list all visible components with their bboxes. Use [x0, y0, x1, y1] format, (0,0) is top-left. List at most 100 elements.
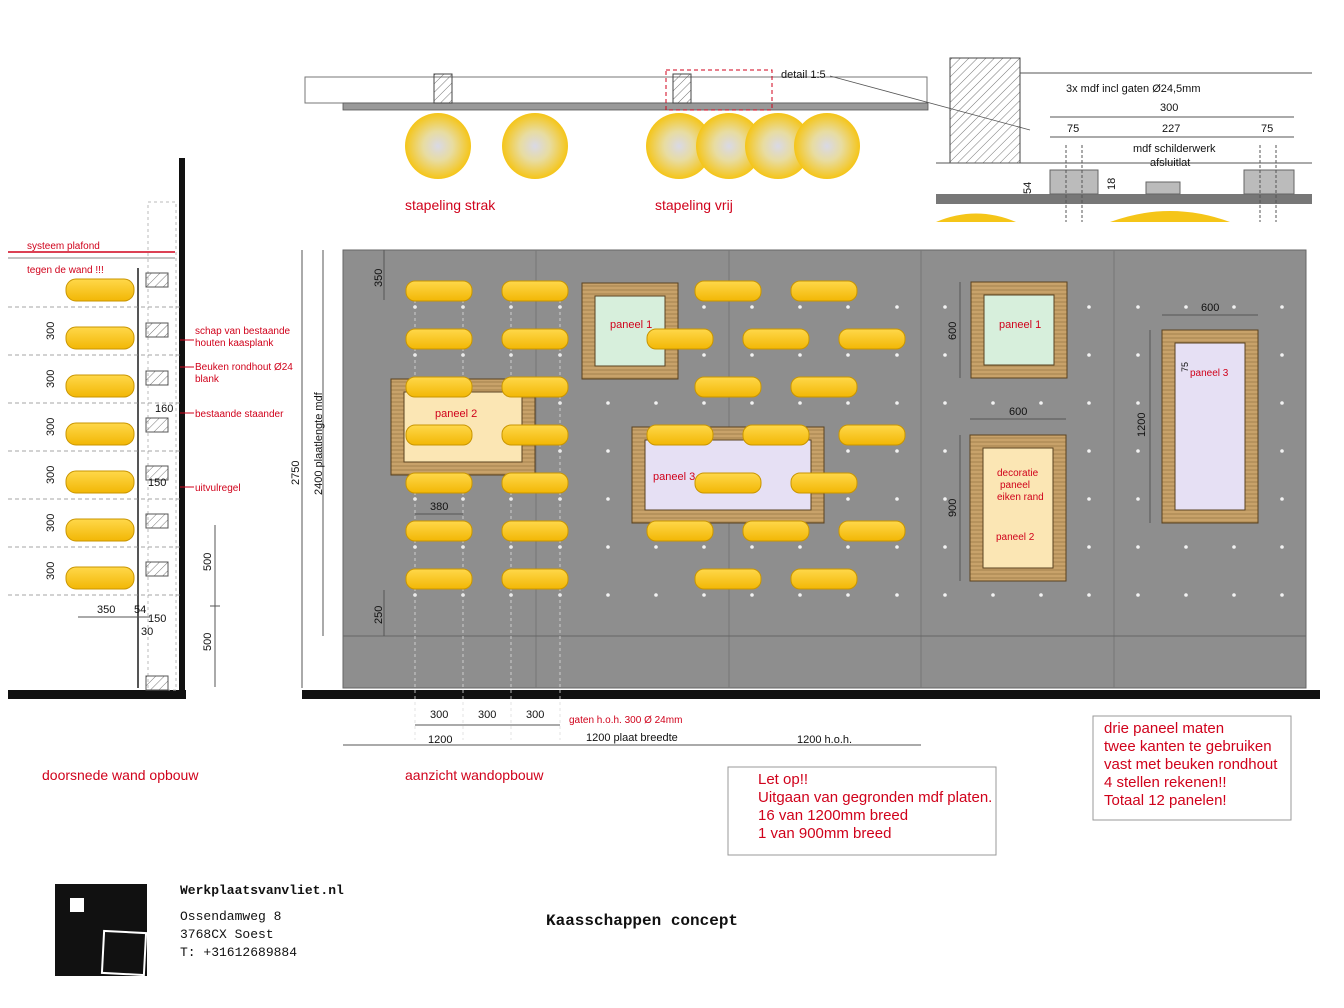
mount-hole	[702, 545, 706, 549]
mount-hole	[943, 449, 947, 453]
mount-hole	[1184, 305, 1188, 309]
panel-3-dim-h: 1200	[1136, 413, 1148, 437]
mount-hole	[1280, 401, 1284, 405]
dim-500a: 500	[202, 553, 214, 571]
mount-hole	[943, 353, 947, 357]
deco-label-2: paneel	[1000, 480, 1030, 491]
cheese-block	[405, 568, 473, 590]
mount-hole	[1280, 449, 1284, 453]
mount-hole	[702, 305, 706, 309]
mount-hole	[991, 401, 995, 405]
mount-hole	[1087, 593, 1091, 597]
mount-hole	[895, 305, 899, 309]
mount-hole	[943, 593, 947, 597]
cheese-block	[65, 422, 135, 446]
cheese-block	[790, 376, 858, 398]
mount-hole	[606, 401, 610, 405]
dim-350: 350	[97, 604, 115, 616]
detail-scale-label: detail 1:5	[781, 69, 826, 81]
cheese-block	[742, 520, 810, 542]
mount-hole	[1087, 305, 1091, 309]
note-line-1: Let op!!	[758, 771, 809, 788]
cheese-block	[405, 280, 473, 302]
cheese-wheel	[745, 113, 811, 179]
mount-hole	[846, 401, 850, 405]
mount-hole	[846, 593, 850, 597]
panel-2-label: paneel 2	[435, 408, 477, 420]
mount-hole	[702, 401, 706, 405]
dim-150b: 150	[148, 613, 166, 625]
panel-2-dim-h: 900	[947, 499, 959, 517]
mount-hole	[1280, 305, 1284, 309]
mount-hole	[943, 401, 947, 405]
dim-hole-1: 300	[430, 709, 448, 721]
panel-box-text: drie paneel maten twee kanten te gebruik…	[1104, 720, 1277, 810]
note-line-2: Uitgaan van gegronden mdf platen.	[758, 789, 993, 806]
panel-line-3: vast met beuken rondhout	[1104, 756, 1278, 773]
cheese-block	[838, 328, 906, 350]
mount-hole	[1087, 353, 1091, 357]
mount-hole	[606, 497, 610, 501]
mount-hole	[1232, 545, 1236, 549]
cheese-block	[65, 374, 135, 398]
mount-hole	[1136, 401, 1140, 405]
detail-dim-75-right: 75	[1261, 123, 1273, 135]
panel-1-label: paneel 1	[610, 319, 652, 331]
note-systeem-plafond: systeem plafond	[27, 241, 100, 252]
mount-hole	[1280, 545, 1284, 549]
cheese-wheel	[794, 113, 860, 179]
cheese-block	[694, 376, 762, 398]
mount-hole	[943, 305, 947, 309]
mount-hole	[654, 545, 658, 549]
mount-hole	[943, 497, 947, 501]
mount-hole	[798, 593, 802, 597]
mount-hole	[943, 545, 947, 549]
detail-dim-300: 300	[1160, 102, 1178, 114]
note-schap-line1: schap van bestaande	[195, 326, 291, 337]
dim-spacing-2: 300	[45, 370, 57, 388]
detail-dim-54: 54	[1022, 182, 1034, 194]
cheese-block	[501, 424, 569, 446]
company-name: Werkplaatsvanvliet.nl	[180, 883, 344, 898]
mount-hole	[798, 401, 802, 405]
mount-hole	[798, 353, 802, 357]
cheese-block	[694, 472, 762, 494]
panel-line-2: twee kanten te gebruiken	[1104, 738, 1272, 755]
cheese-block	[501, 280, 569, 302]
dim-spacing-5: 300	[45, 514, 57, 532]
detail-dim-75-left: 75	[1067, 123, 1079, 135]
cheese-block	[742, 328, 810, 350]
dim-160: 160	[155, 403, 173, 415]
note-bestaande-staander: bestaande staander	[195, 409, 284, 420]
mount-hole	[1280, 353, 1284, 357]
cheese-block	[65, 326, 135, 350]
deco-label-1: decoratie	[997, 468, 1039, 479]
panel-2-dim-w: 600	[1009, 406, 1027, 418]
stacking-sketch: stapeling strak stapeling vrij detail 1:…	[304, 69, 1031, 213]
cheese-block	[838, 424, 906, 446]
mount-hole	[1087, 401, 1091, 405]
dim-350-top: 350	[373, 269, 385, 287]
note-uitvulregel: uitvulregel	[195, 483, 241, 494]
cheese-block	[694, 280, 762, 302]
mount-hole	[1087, 449, 1091, 453]
stapeling-strak-label: stapeling strak	[405, 197, 496, 213]
panel-3-dim-75: 75	[1180, 362, 1190, 372]
panel-2b-label: paneel 2	[996, 532, 1035, 543]
cheese-wheel	[696, 113, 762, 179]
cheese-wheel	[502, 113, 568, 179]
dim-500b: 500	[202, 633, 214, 651]
note-box	[727, 766, 997, 856]
cheese-block	[405, 520, 473, 542]
elevation-cheese-blocks	[405, 280, 906, 590]
cheese-block	[501, 472, 569, 494]
mount-hole	[846, 497, 850, 501]
cheese-block	[742, 424, 810, 446]
detail-dim-227: 227	[1162, 123, 1180, 135]
mount-hole	[895, 449, 899, 453]
company-logo	[55, 884, 148, 977]
mount-hole	[1136, 353, 1140, 357]
mount-hole	[991, 593, 995, 597]
cheese-block	[790, 280, 858, 302]
mount-hole	[750, 353, 754, 357]
